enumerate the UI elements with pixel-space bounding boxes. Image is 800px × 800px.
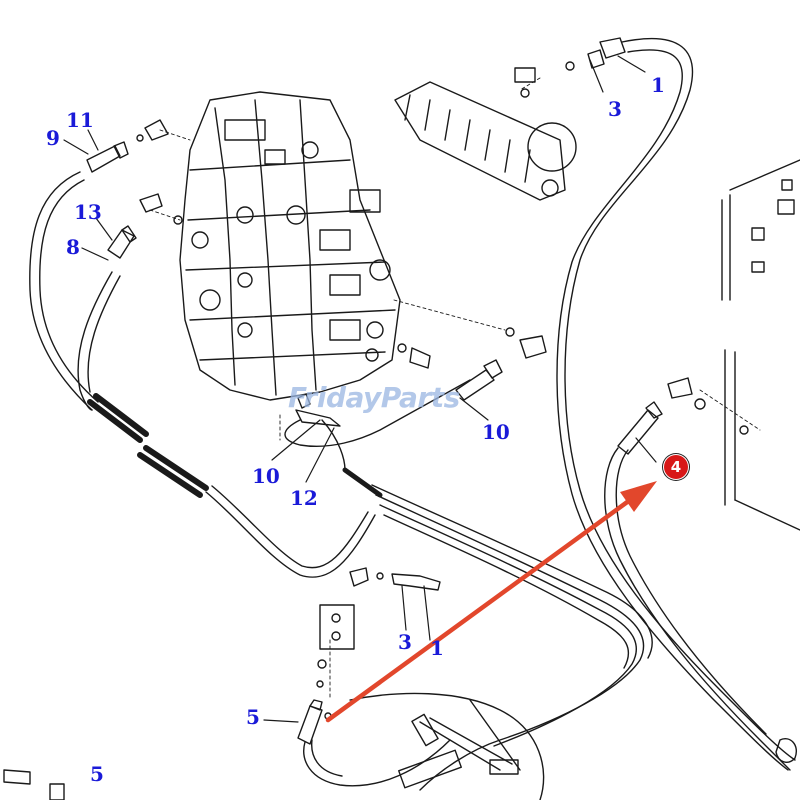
tank-panel (721, 159, 800, 531)
hose-9 (29, 171, 93, 411)
watermark: FridayParts (288, 381, 460, 414)
callout-9: 9 (46, 126, 60, 150)
callout-12: 12 (290, 486, 318, 510)
hose-8 (77, 271, 113, 411)
dashed-leaders (149, 77, 761, 701)
callout-8: 8 (66, 235, 80, 259)
fittings (3, 37, 749, 800)
leader-lines (63, 55, 657, 723)
callout-1-top: 1 (651, 73, 665, 97)
callout-11: 11 (66, 108, 94, 132)
hose-1 (564, 37, 796, 761)
valve-block-top (394, 67, 577, 201)
callout-13: 13 (74, 200, 102, 224)
control-valve (179, 91, 401, 401)
callout-10-right: 10 (482, 420, 510, 444)
callout-10-left: 10 (252, 464, 280, 488)
callout-3-mid: 3 (398, 630, 412, 654)
callout-3-top: 3 (608, 97, 622, 121)
callout-1-mid: 1 (430, 636, 444, 660)
tube-bundle (375, 494, 645, 791)
highlight-arrow (325, 481, 657, 723)
spiral-guard (87, 393, 149, 443)
callout-4-badge: 4 (664, 455, 688, 479)
callout-5-bottom: 5 (90, 762, 104, 786)
callout-5-left: 5 (246, 705, 260, 729)
hose-4 (604, 447, 791, 771)
